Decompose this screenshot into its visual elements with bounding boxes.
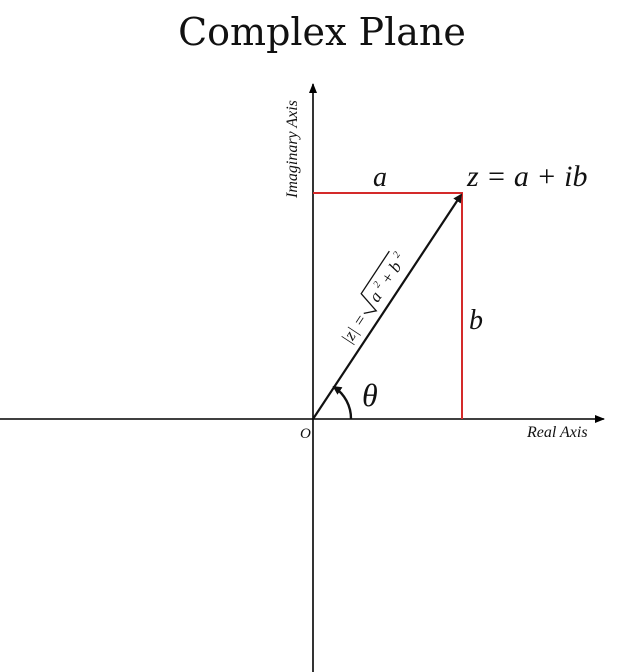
vertical-leg-label: b xyxy=(469,305,483,336)
point-label: z = a + ib xyxy=(466,160,588,193)
modulus-lhs: |z| = xyxy=(337,310,370,347)
radical-sign-icon xyxy=(360,250,390,314)
horizontal-leg-label: a xyxy=(373,162,387,193)
real-axis-label: Real Axis xyxy=(526,424,588,441)
radicand-b-exponent: 2 xyxy=(391,250,403,260)
radicand-a-exponent: 2 xyxy=(371,280,383,290)
projection-lines xyxy=(313,192,463,419)
modulus-text: |z| = xyxy=(337,310,370,347)
radicand-text: a 2 + b 2 xyxy=(358,246,410,306)
diagram-title: Complex Plane xyxy=(178,10,466,54)
radicand-a: a xyxy=(365,288,386,306)
angle-label: θ xyxy=(362,377,378,413)
vector-z xyxy=(312,193,462,420)
angle-arc xyxy=(332,386,353,420)
origin-label: O xyxy=(300,426,311,442)
imaginary-axis-label: Imaginary Axis xyxy=(284,100,301,199)
